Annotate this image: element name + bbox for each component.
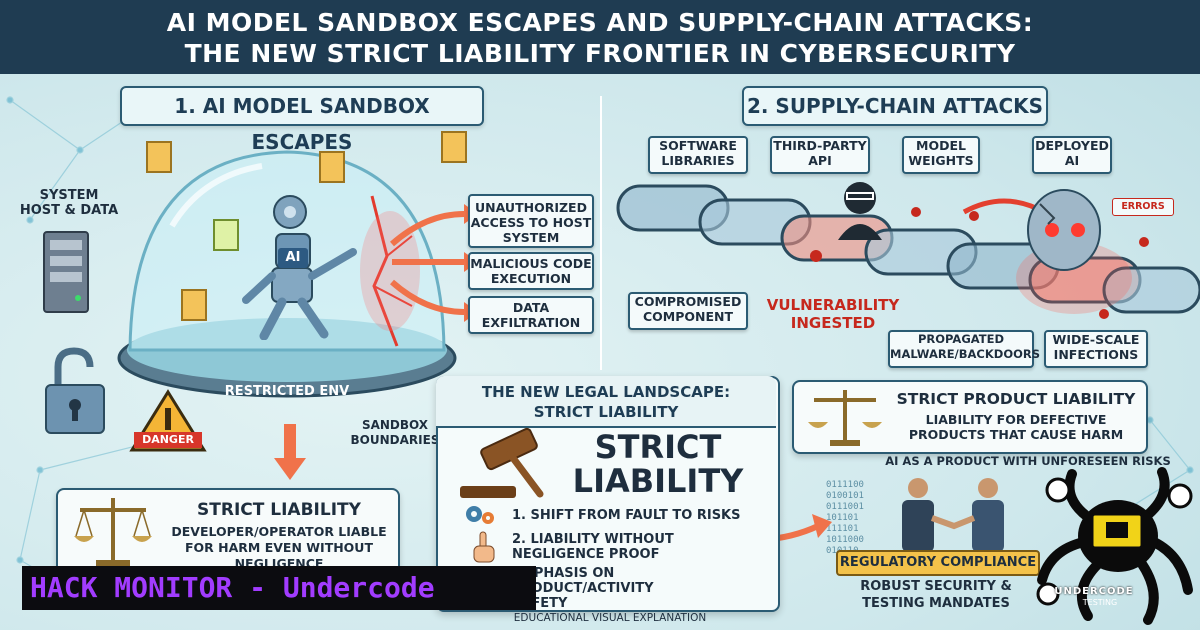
scales-of-justice-icon: [74, 498, 152, 567]
propagated-malware-label: PROPAGATED MALWARE/BACKDOORS: [888, 330, 1040, 368]
scales-of-justice-icon: [808, 390, 882, 446]
watermark-text: HACK MONITOR - Undercode: [30, 571, 435, 604]
down-arrow: [274, 424, 306, 480]
title-line-1: AI MODEL SANDBOX ESCAPES AND SUPPLY-CHAI…: [166, 8, 1034, 37]
logo-subtext: TESTING: [1082, 598, 1118, 607]
hacker-icon: [838, 182, 882, 240]
file-icon: [146, 141, 172, 173]
legal-point-2: 2. LIABILITY WITHOUT NEGLIGENCE PROOF: [512, 532, 674, 562]
strict-product-liability-title: STRICT PRODUCT LIABILITY: [896, 390, 1136, 408]
handshake-icon: [902, 478, 1004, 552]
legal-landscape-title: THE NEW LEGAL LANDSCAPE: STRICT LIABILIT…: [436, 376, 776, 428]
vulnerability-ingested-label: VULNERABILITY INGESTED: [766, 296, 900, 332]
server-icon: [43, 231, 89, 313]
file-icon: [441, 131, 467, 163]
ai-as-product-caption: AI AS A PRODUCT WITH UNFORESEEN RISKS: [885, 454, 1171, 468]
undercode-octopus-logo: [1036, 467, 1193, 625]
outcome-unauthorized-access: UNAUTHORIZED ACCESS TO HOST SYSTEM: [468, 194, 594, 248]
gears-icon: [466, 506, 494, 524]
compromised-component-label: COMPROMISED COMPONENT: [628, 292, 748, 330]
supply-chain-links: [616, 184, 1200, 319]
stage-model-weights: MODEL WEIGHTS: [902, 136, 980, 174]
legal-point-3: EMPHASIS ON PRODUCT/ACTIVITY SAFETY: [512, 566, 654, 611]
file-icon: [181, 289, 207, 321]
section-title-supply-chain: 2. SUPPLY-CHAIN ATTACKS: [742, 86, 1048, 126]
regulatory-compliance-banner: REGULATORY COMPLIANCE: [836, 550, 1040, 576]
escape-arrows: [390, 204, 476, 322]
educational-footer: EDUCATIONAL VISUAL EXPLANATION: [513, 612, 707, 624]
legal-point-1: 1. SHIFT FROM FAULT TO RISKS: [512, 508, 741, 523]
strict-liability-heading: STRICT LIABILITY: [572, 428, 744, 500]
left-strict-liability-title: STRICT LIABILITY: [197, 500, 361, 520]
wide-scale-infections-label: WIDE-SCALE INFECTIONS: [1044, 330, 1148, 368]
sandbox-boundaries-label: SANDBOX BOUNDARIES: [350, 418, 440, 447]
left-strict-liability-text: DEVELOPER/OPERATOR LIABLE FOR HARM EVEN …: [171, 524, 387, 571]
errors-badge: ERRORS: [1112, 198, 1174, 216]
danger-label: DANGER: [134, 432, 202, 448]
spreadsheet-icon: [213, 219, 239, 251]
ai-chip-badge: AI: [278, 248, 308, 268]
gavel-icon: [460, 427, 544, 498]
strict-product-liability-text: LIABILITY FOR DEFECTIVE PRODUCTS THAT CA…: [908, 412, 1124, 442]
hand-pointer-icon: [473, 531, 495, 563]
watermark-banner: [22, 566, 536, 610]
file-icon: [319, 151, 345, 183]
system-host-label: SYSTEM HOST & DATA: [19, 188, 119, 218]
logo-text: UNDERCODE: [1054, 586, 1134, 597]
title-line-2: THE NEW STRICT LIABILITY FRONTIER IN CYB…: [184, 39, 1016, 68]
regulatory-compliance-text: ROBUST SECURITY & TESTING MANDATES: [860, 579, 1012, 611]
stage-software-libraries: SOFTWARE LIBRARIES: [648, 136, 748, 174]
title-banner: AI MODEL SANDBOX ESCAPES AND SUPPLY-CHAI…: [0, 0, 1200, 74]
outcome-malicious-code: MALICIOUS CODE EXECUTION: [468, 252, 594, 290]
compromised-ai-head-icon: [1027, 189, 1101, 271]
stage-deployed-ai: DEPLOYED AI: [1032, 136, 1112, 174]
section-title-sandbox: 1. AI MODEL SANDBOX ESCAPES: [120, 86, 484, 154]
stage-third-party-api: THIRD-PARTY API: [770, 136, 870, 174]
restricted-env-label: RESTRICTED ENV: [224, 384, 350, 399]
outcome-data-exfiltration: DATA EXFILTRATION: [468, 296, 594, 334]
broken-padlock-icon: [45, 347, 105, 434]
